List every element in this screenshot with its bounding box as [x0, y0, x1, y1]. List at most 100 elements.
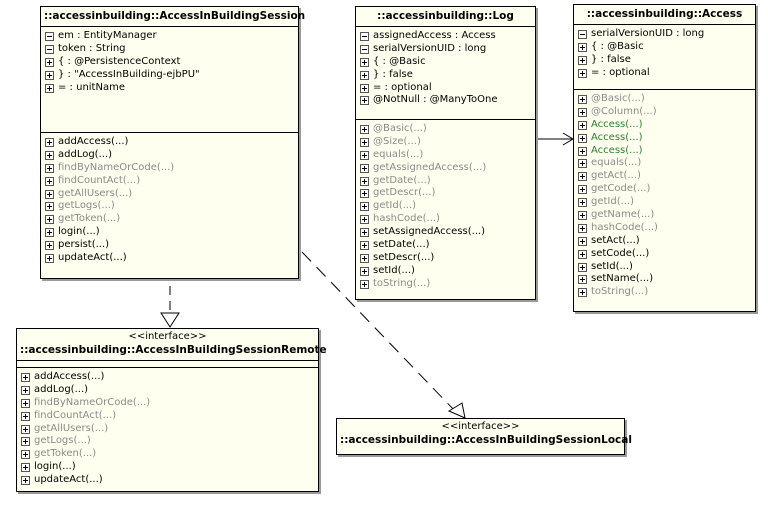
operation-row[interactable]: setName(...) — [578, 273, 753, 286]
operation-row[interactable]: getAllUsers(...) — [45, 188, 296, 201]
operation-row[interactable]: getDescr(...) — [360, 187, 533, 200]
operation-row[interactable]: Access(...) — [578, 132, 753, 145]
expand-icon[interactable] — [360, 228, 369, 238]
operation-row[interactable]: @Size(...) — [360, 136, 533, 149]
attribute-row[interactable]: { : @Basic — [360, 56, 533, 69]
operation-row[interactable]: getId(...) — [578, 196, 753, 209]
expand-icon[interactable] — [360, 215, 369, 225]
expand-icon[interactable] — [360, 163, 369, 173]
expand-icon[interactable] — [45, 241, 54, 251]
expand-icon[interactable] — [360, 240, 369, 250]
attribute-row[interactable]: token : String — [45, 43, 296, 56]
expand-icon[interactable] — [21, 424, 30, 434]
expand-icon[interactable] — [360, 189, 369, 199]
operation-row[interactable]: addAccess(...) — [21, 371, 316, 384]
operation-row[interactable]: Access(...) — [578, 145, 753, 158]
expand-icon[interactable] — [21, 398, 30, 408]
operation-row[interactable]: findByNameOrCode(...) — [21, 397, 316, 410]
attribute-row[interactable]: assignedAccess : Access — [360, 30, 533, 43]
operation-row[interactable]: getCode(...) — [578, 183, 753, 196]
operation-row[interactable]: @Basic(...) — [578, 93, 753, 106]
operation-row[interactable]: login(...) — [21, 461, 316, 474]
expand-icon[interactable] — [45, 202, 54, 212]
operation-row[interactable]: getAssignedAccess(...) — [360, 162, 533, 175]
expand-icon[interactable] — [578, 42, 587, 52]
operation-row[interactable]: equals(...) — [578, 157, 753, 170]
expand-icon[interactable] — [360, 137, 369, 147]
operation-row[interactable]: findCountAct(...) — [21, 410, 316, 423]
operation-row[interactable]: setId(...) — [360, 265, 533, 278]
expand-icon[interactable] — [360, 96, 369, 106]
expand-icon[interactable] — [578, 198, 587, 208]
expand-icon[interactable] — [578, 159, 587, 169]
expand-icon[interactable] — [578, 107, 587, 117]
operation-row[interactable]: toString(...) — [360, 278, 533, 291]
expand-icon[interactable] — [45, 150, 54, 160]
expand-icon[interactable] — [578, 55, 587, 65]
attribute-row[interactable]: } : false — [578, 54, 753, 67]
attribute-row[interactable]: serialVersionUID : long — [360, 43, 533, 56]
operation-row[interactable]: addLog(...) — [21, 384, 316, 397]
expand-icon[interactable] — [21, 450, 30, 460]
attribute-row[interactable]: serialVersionUID : long — [578, 28, 753, 41]
collapse-icon[interactable] — [360, 44, 369, 54]
expand-icon[interactable] — [578, 146, 587, 156]
expand-icon[interactable] — [360, 266, 369, 276]
attribute-row[interactable]: @NotNull : @ManyToOne — [360, 94, 533, 107]
operation-row[interactable]: getId(...) — [360, 200, 533, 213]
operation-row[interactable]: hashCode(...) — [578, 222, 753, 235]
expand-icon[interactable] — [578, 275, 587, 285]
attribute-row[interactable]: } : false — [360, 69, 533, 82]
expand-icon[interactable] — [578, 262, 587, 272]
operation-row[interactable]: setAct(...) — [578, 235, 753, 248]
operation-row[interactable]: updateAct(...) — [21, 474, 316, 487]
expand-icon[interactable] — [578, 133, 587, 143]
expand-icon[interactable] — [360, 279, 369, 289]
interface-accessinbuildingsessionremote[interactable]: <<interface>> ::accessinbuilding::Access… — [16, 328, 327, 492]
expand-icon[interactable] — [578, 236, 587, 246]
expand-icon[interactable] — [45, 215, 54, 225]
expand-icon[interactable] — [21, 476, 30, 486]
expand-icon[interactable] — [578, 172, 587, 182]
expand-icon[interactable] — [360, 202, 369, 212]
operation-row[interactable]: setId(...) — [578, 261, 753, 274]
expand-icon[interactable] — [578, 249, 587, 259]
expand-icon[interactable] — [21, 411, 30, 421]
class-access[interactable]: ::accessinbuilding::Access serialVersion… — [573, 4, 756, 312]
expand-icon[interactable] — [578, 185, 587, 195]
operation-row[interactable]: @Column(...) — [578, 106, 753, 119]
operation-row[interactable]: findCountAct(...) — [45, 175, 296, 188]
expand-icon[interactable] — [45, 228, 54, 238]
operation-row[interactable]: @Basic(...) — [360, 123, 533, 136]
operation-row[interactable]: hashCode(...) — [360, 213, 533, 226]
expand-icon[interactable] — [45, 137, 54, 147]
operation-row[interactable]: persist(...) — [45, 239, 296, 252]
expand-icon[interactable] — [360, 253, 369, 263]
class-accessinbuildingsession[interactable]: ::accessinbuilding::AccessInBuildingSess… — [40, 6, 305, 279]
collapse-icon[interactable] — [45, 31, 54, 41]
attribute-row[interactable]: } : "AccessInBuilding-ejbPU" — [45, 69, 296, 82]
expand-icon[interactable] — [21, 463, 30, 473]
expand-icon[interactable] — [45, 189, 54, 199]
expand-icon[interactable] — [45, 70, 54, 80]
operation-row[interactable]: addLog(...) — [45, 149, 296, 162]
expand-icon[interactable] — [578, 288, 587, 298]
operation-row[interactable]: setAssignedAccess(...) — [360, 226, 533, 239]
operation-row[interactable]: equals(...) — [360, 149, 533, 162]
expand-icon[interactable] — [360, 57, 369, 67]
expand-icon[interactable] — [45, 163, 54, 173]
operation-row[interactable]: getAllUsers(...) — [21, 423, 316, 436]
operation-row[interactable]: addAccess(...) — [45, 136, 296, 149]
class-log[interactable]: ::accessinbuilding::Log assignedAccess :… — [355, 6, 536, 300]
expand-icon[interactable] — [360, 124, 369, 134]
operation-row[interactable]: login(...) — [45, 226, 296, 239]
collapse-icon[interactable] — [360, 31, 369, 41]
expand-icon[interactable] — [21, 385, 30, 395]
expand-icon[interactable] — [360, 83, 369, 93]
operation-row[interactable]: setDescr(...) — [360, 252, 533, 265]
expand-icon[interactable] — [578, 210, 587, 220]
expand-icon[interactable] — [45, 83, 54, 93]
operation-row[interactable]: getLogs(...) — [45, 200, 296, 213]
operation-row[interactable]: getToken(...) — [45, 213, 296, 226]
operation-row[interactable]: getDate(...) — [360, 175, 533, 188]
